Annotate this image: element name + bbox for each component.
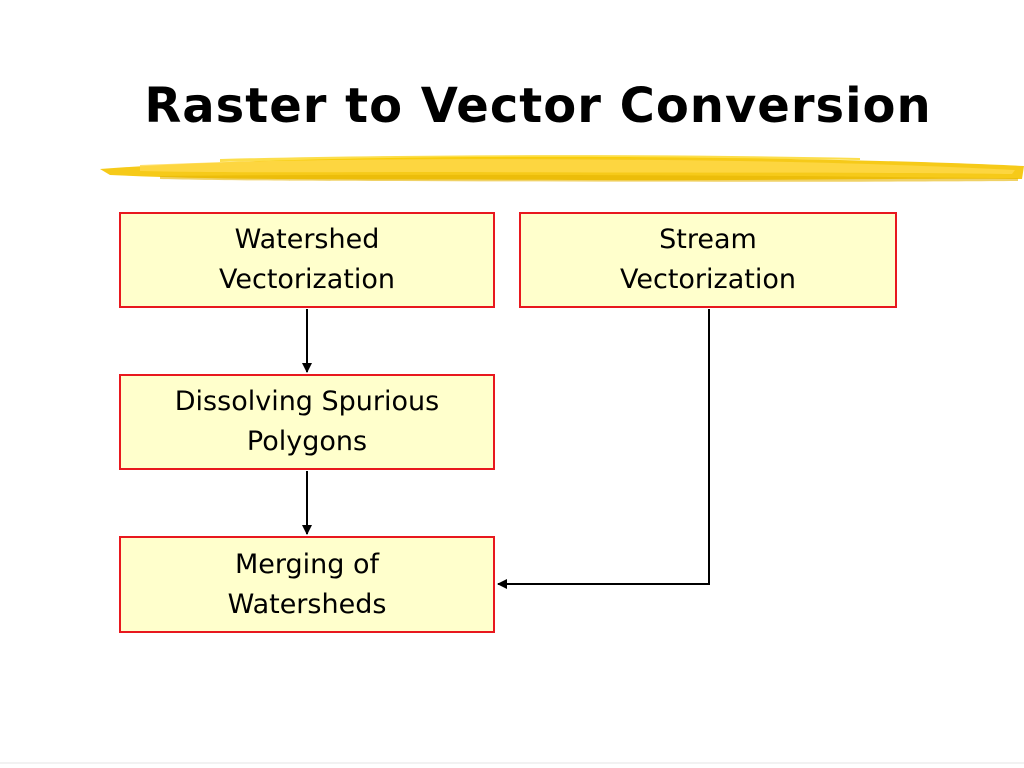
watershed-vectorization-label: Watershed Vectorization <box>219 224 395 295</box>
title-highlight-stroke <box>100 155 1024 182</box>
watershed-vectorization-box: Watershed Vectorization <box>119 212 495 308</box>
bottom-divider <box>0 762 1024 764</box>
arrow-stream-to-merging <box>497 309 710 589</box>
stream-vectorization-label: Stream Vectorization <box>620 224 796 295</box>
dissolving-spurious-polygons-box: Dissolving Spurious Polygons <box>119 374 495 470</box>
merging-of-watersheds-box: Merging of Watersheds <box>119 536 495 633</box>
merging-of-watersheds-label: Merging of Watersheds <box>227 548 387 620</box>
dissolving-spurious-polygons-label: Dissolving Spurious Polygons <box>174 386 440 457</box>
slide-title: Raster to Vector Conversion <box>144 78 932 134</box>
stream-vectorization-box: Stream Vectorization <box>519 212 897 308</box>
